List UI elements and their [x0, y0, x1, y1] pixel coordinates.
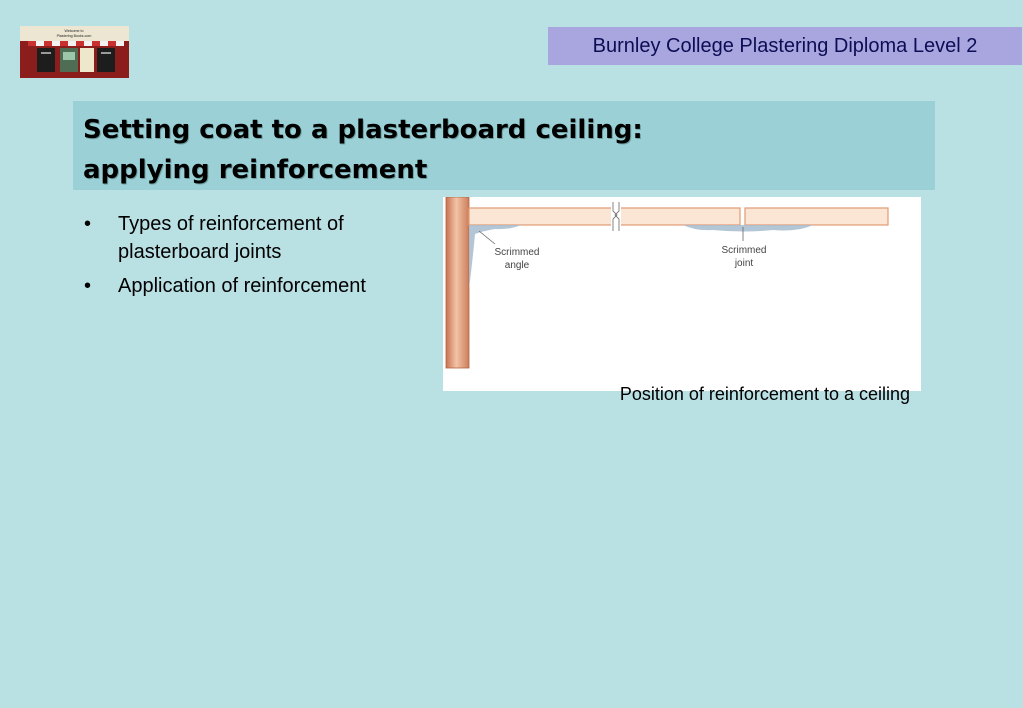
scrimmed-angle-label-line-2: angle	[505, 260, 530, 271]
bullet-item: • Application of reinforcement	[82, 272, 402, 300]
bullet-text: Types of reinforcement of plasterboard j…	[118, 213, 344, 263]
ceiling-diagram: Scrimmed angle Scrimmed joint	[443, 196, 921, 391]
shopfront-logo-graphic: Welcome to Plastering Books.com	[20, 26, 129, 78]
title-band: Setting coat to a plasterboard ceiling: …	[73, 101, 935, 190]
plasterboard-right	[744, 207, 889, 226]
bullet-marker: •	[84, 213, 92, 235]
bullet-list: • Types of reinforcement of plasterboard…	[82, 210, 402, 306]
ceiling-diagram-graphic: Scrimmed angle Scrimmed joint	[445, 196, 889, 369]
bullet-item: • Types of reinforcement of plasterboard…	[82, 210, 402, 266]
slide-title-line-2: applying reinforcement	[83, 155, 428, 185]
bullet-text: Application of reinforcement	[118, 275, 366, 297]
scrimmed-joint-scrim	[683, 225, 813, 232]
plasterboard-left	[468, 207, 614, 226]
site-logo: Welcome to Plastering Books.com	[20, 26, 129, 78]
svg-text:Plastering Books.com: Plastering Books.com	[57, 34, 92, 38]
slide-title-line-1: Setting coat to a plasterboard ceiling:	[83, 115, 643, 145]
plasterboard-middle	[618, 207, 741, 226]
slide-title: Setting coat to a plasterboard ceiling: …	[83, 110, 823, 190]
svg-text:Welcome to: Welcome to	[65, 29, 84, 33]
figure-caption: Position of reinforcement to a ceiling	[619, 384, 910, 404]
scrimmed-angle-scrim	[469, 225, 521, 289]
course-banner: Burnley College Plastering Diploma Level…	[548, 27, 1022, 65]
bullet-marker: •	[84, 275, 92, 297]
scrimmed-angle-label-line-1: Scrimmed	[494, 247, 539, 258]
angle-leader-line	[478, 230, 496, 245]
scrimmed-joint-label-line-1: Scrimmed	[721, 245, 766, 256]
scrimmed-joint-label-line-2: joint	[734, 258, 754, 269]
wall	[445, 196, 470, 369]
